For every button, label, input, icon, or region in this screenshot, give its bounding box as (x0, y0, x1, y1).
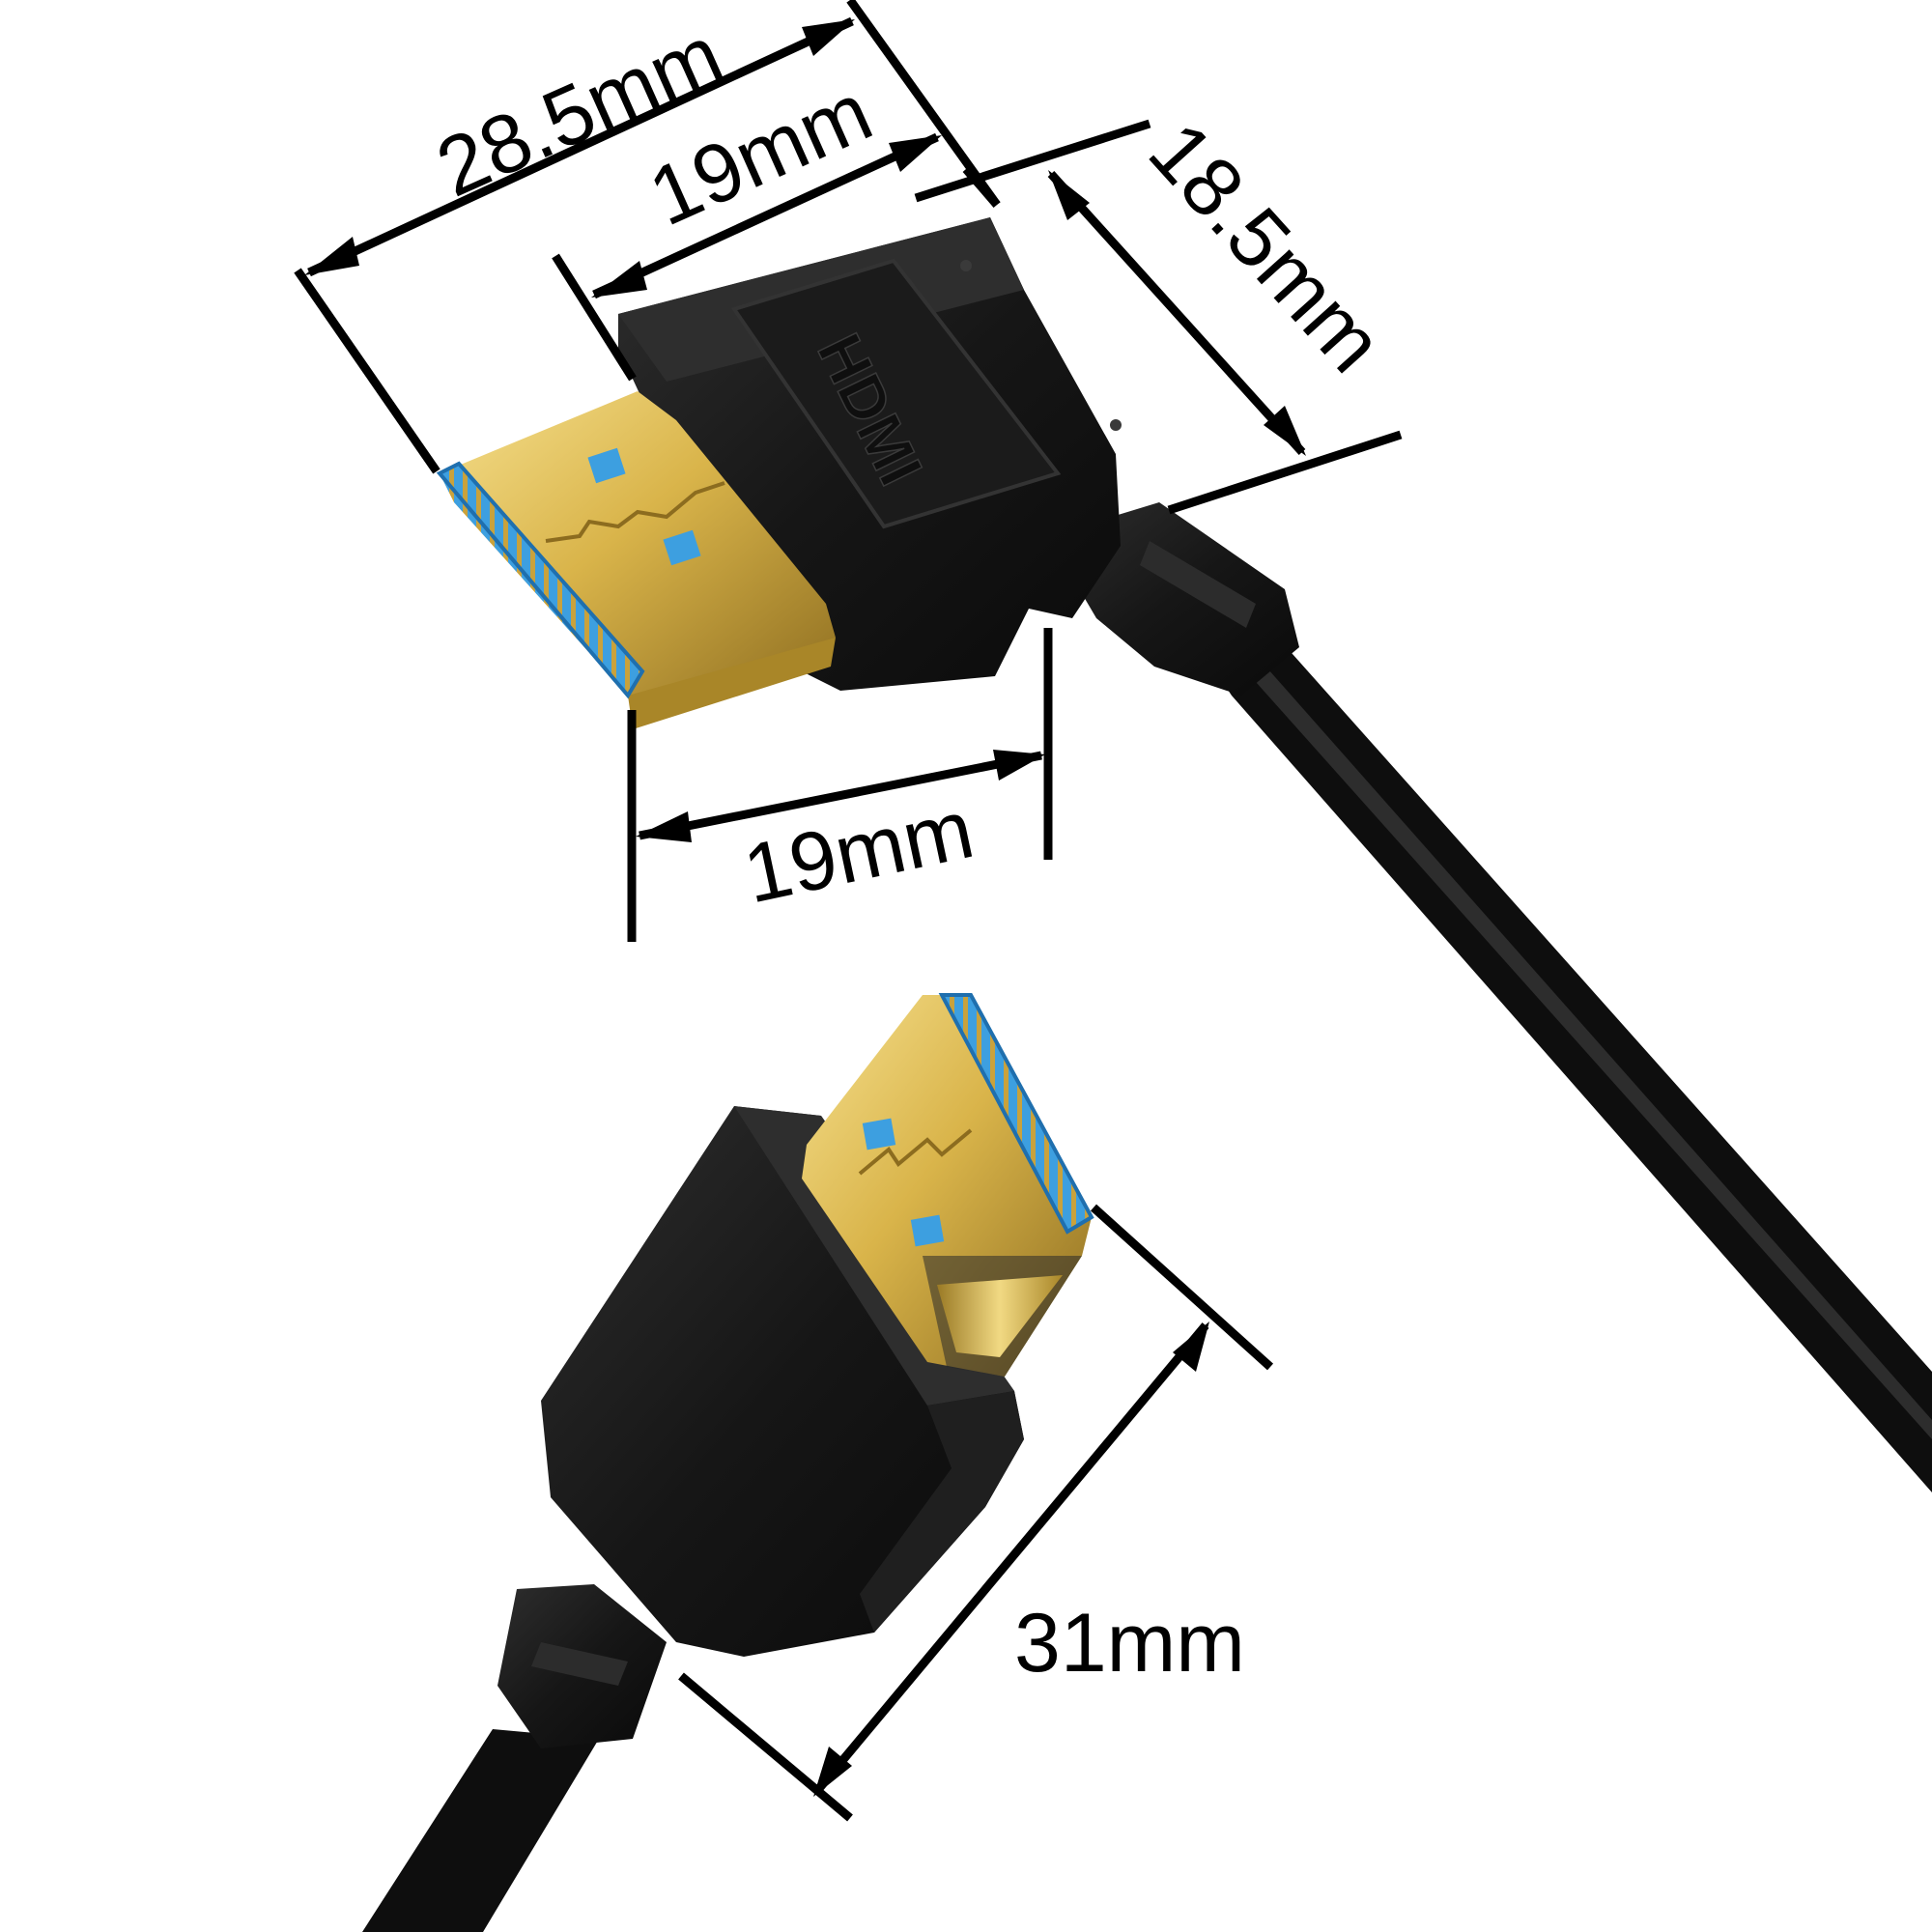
cable-bottom (362, 1729, 599, 1932)
plug-seam (545, 481, 725, 543)
pin-face-bottom (942, 995, 1092, 1232)
arrowhead (1048, 170, 1090, 220)
arrowhead (802, 19, 855, 56)
extension-line (294, 268, 440, 474)
arrowhead (813, 1747, 852, 1797)
dimension-annotations (294, 0, 1403, 1822)
extension-line (914, 119, 1151, 203)
extension-line (678, 1672, 853, 1822)
label-right-depth: 18.5mm (1131, 104, 1401, 389)
label-bottom-body: 19mm (736, 782, 981, 922)
gold-plug-chrome (937, 1275, 1063, 1357)
retention-hole (910, 1214, 945, 1247)
extension-line (962, 166, 1001, 208)
cable-top-sheen (1208, 628, 1932, 1439)
arrowhead (1264, 406, 1306, 456)
dimension-line-right (1047, 170, 1306, 456)
dimension-arrowheads (304, 19, 1306, 1797)
extension-line (552, 253, 637, 382)
right-angle-connector: HDMI (436, 217, 1932, 1492)
dimension-line-straight (812, 1322, 1209, 1795)
strain-relief-ring (1140, 541, 1256, 628)
housing-dot (960, 260, 972, 271)
strain-relief-bottom-ring (531, 1642, 628, 1686)
arrowhead (1173, 1321, 1209, 1372)
gold-plug-lip (628, 638, 836, 729)
pin-face-bottom-rim (938, 993, 1094, 1235)
cable-top (1174, 609, 1932, 1492)
arrowhead (591, 261, 647, 298)
gold-plug-top (440, 391, 836, 710)
retention-hole (663, 529, 701, 566)
pin-face-top (440, 464, 642, 696)
logo-panel (730, 258, 1062, 529)
pin-face-rim (436, 461, 645, 699)
arrowhead (636, 811, 692, 842)
plug-seam-bottom (858, 1128, 973, 1176)
retention-hole (862, 1118, 896, 1151)
arrowhead (889, 135, 942, 172)
retention-hole (587, 447, 626, 484)
arrowhead (304, 237, 359, 275)
dimension-line-top-total (307, 16, 854, 277)
extension-line (1167, 430, 1403, 515)
housing-bottom-band (860, 1391, 1024, 1633)
arrowhead (993, 750, 1045, 781)
dimension-line-top-plug (592, 132, 939, 299)
label-straight-length: 31mm (1014, 1597, 1245, 1690)
straight-connector (362, 993, 1094, 1932)
housing-dot (1110, 419, 1122, 431)
extension-line (1090, 1204, 1274, 1371)
dimension-line-bottom (639, 751, 1042, 840)
